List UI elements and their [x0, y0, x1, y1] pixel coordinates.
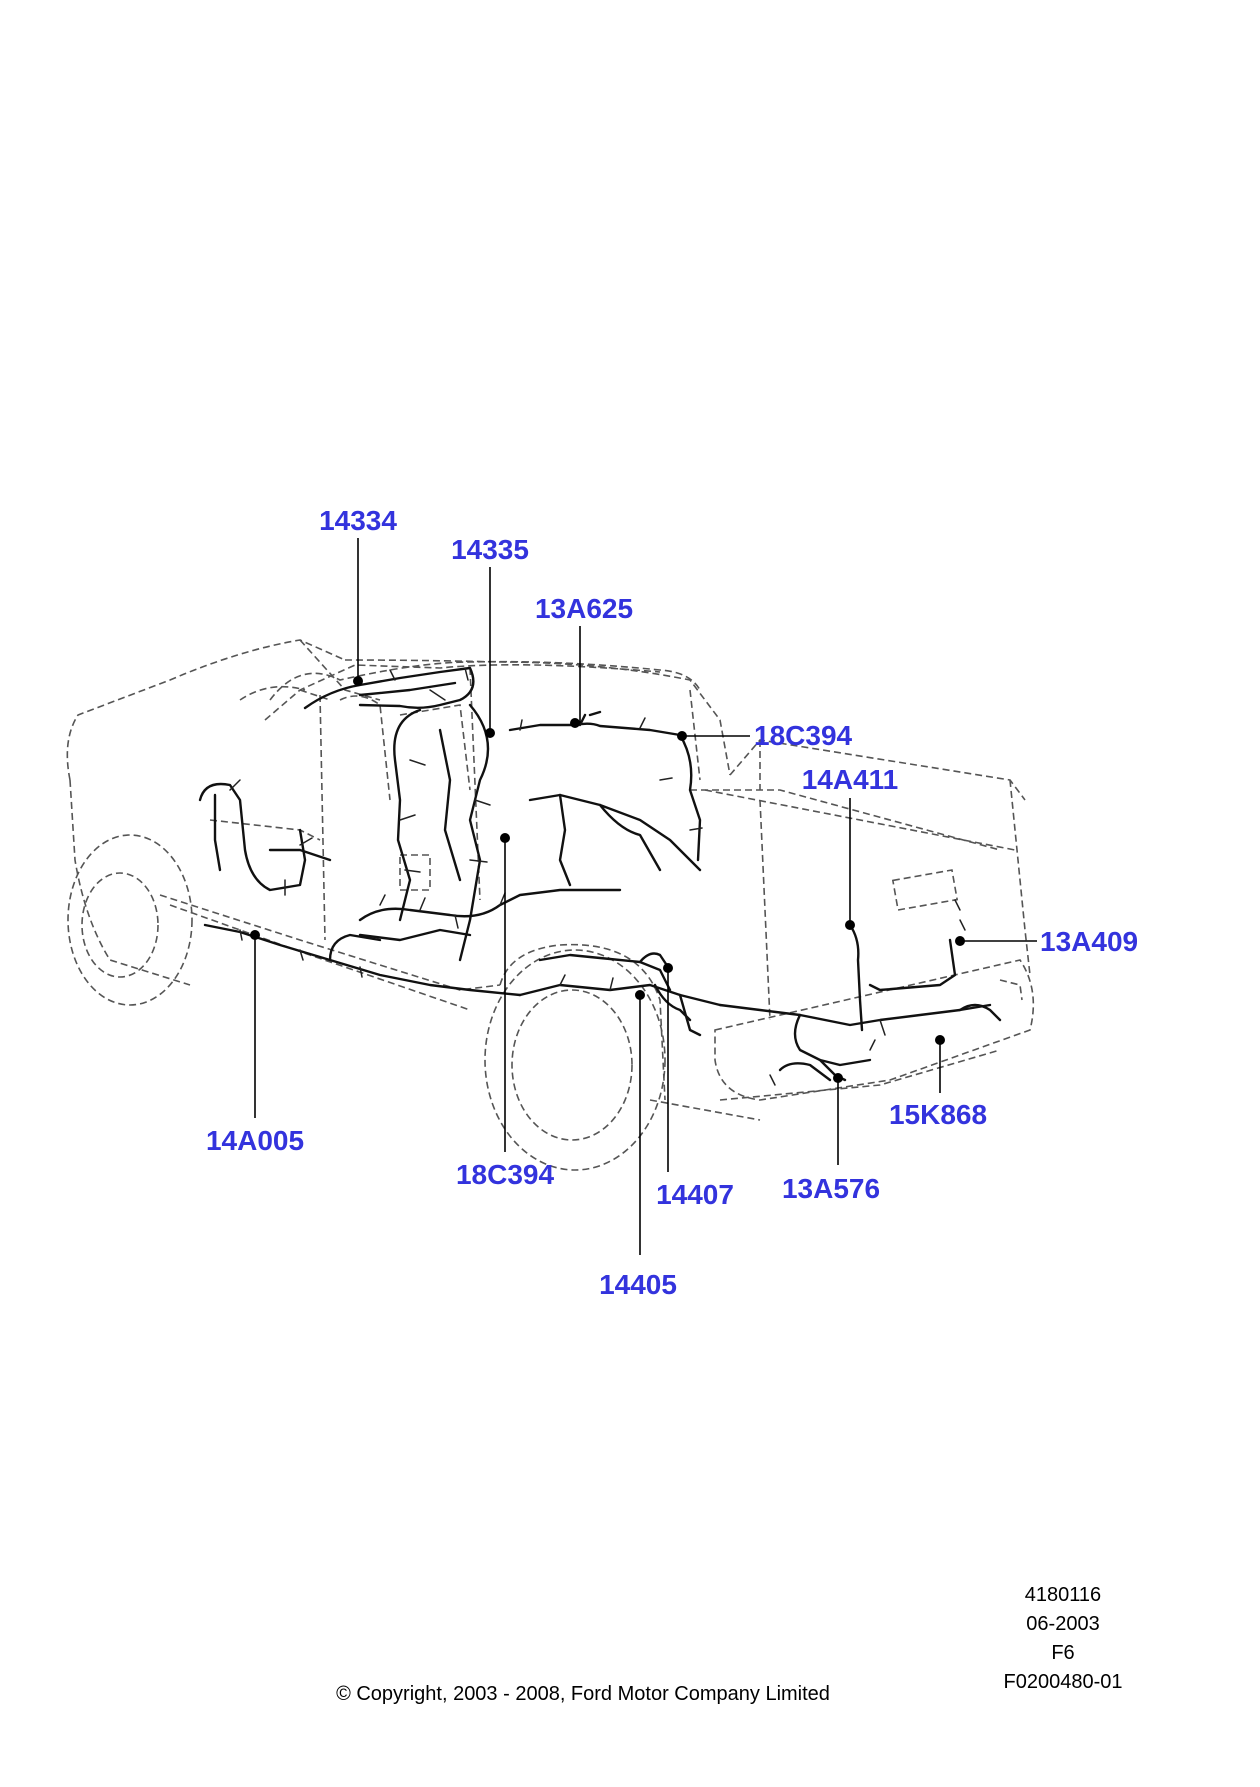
callout-14405: 14405 [599, 1269, 677, 1300]
callout-13A576: 13A576 [782, 1173, 880, 1204]
reference-block: 4180116 06-2003 F6 F0200480-01 [1004, 1584, 1123, 1693]
callout-14A005: 14A005 [206, 1125, 304, 1156]
connector-points [250, 676, 965, 1083]
callout-13A625: 13A625 [535, 593, 633, 624]
wiring-harnesses [198, 666, 1002, 1086]
callout-labels: 14334 14335 13A625 18C394 14A411 13A409 … [206, 505, 1138, 1300]
callout-14335: 14335 [451, 534, 529, 565]
callout-13A409: 13A409 [1040, 926, 1138, 957]
callout-15K868: 15K868 [889, 1099, 987, 1130]
callout-18C394-bottom: 18C394 [456, 1159, 555, 1190]
callout-14407: 14407 [656, 1179, 734, 1210]
ref-date: 06-2003 [1026, 1613, 1099, 1635]
callout-18C394-top: 18C394 [754, 720, 853, 751]
leader-lines [254, 538, 1037, 1255]
ref-code: F6 [1051, 1642, 1074, 1664]
copyright-notice: © Copyright, 2003 - 2008, Ford Motor Com… [336, 1683, 830, 1705]
callout-14334: 14334 [319, 505, 397, 536]
ref-number: 4180116 [1025, 1584, 1101, 1606]
ref-figure-id: F0200480-01 [1004, 1671, 1123, 1693]
vehicle-outline [66, 639, 1035, 1171]
callout-14A411: 14A411 [802, 764, 899, 795]
